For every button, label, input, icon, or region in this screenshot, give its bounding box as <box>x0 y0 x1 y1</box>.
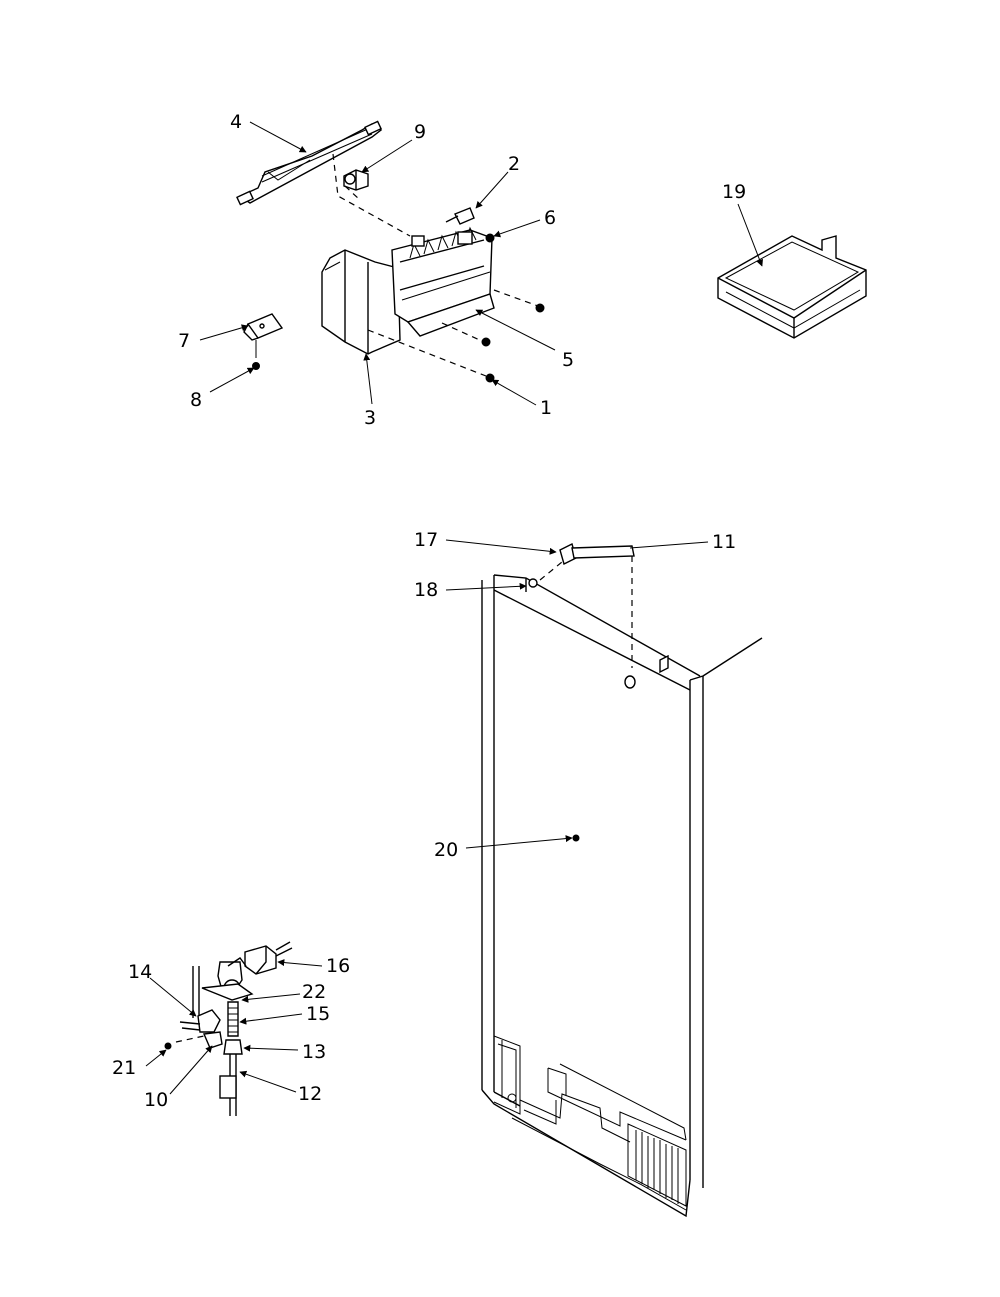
screw-part-21 <box>164 1042 172 1050</box>
callout-1: 1 <box>540 397 552 419</box>
hinge-parts-group <box>528 542 636 689</box>
wire-harness-part <box>236 120 383 206</box>
leader-lines <box>145 121 763 1095</box>
callout-7: 7 <box>178 330 190 352</box>
door-panel-group <box>481 574 763 1218</box>
callout-4: 4 <box>230 111 242 133</box>
valve-bracket-part <box>202 1031 223 1049</box>
valve-outlet-part <box>197 1009 221 1033</box>
callout-18: 18 <box>414 579 438 601</box>
water-valve-body-part <box>201 957 254 1001</box>
callout-19: 19 <box>722 181 746 203</box>
screw-part-5b <box>481 337 491 347</box>
callout-16: 16 <box>326 955 350 977</box>
callout-11: 11 <box>712 531 736 553</box>
thermostat-clip-part <box>343 169 369 191</box>
screw-part-6 <box>485 233 495 243</box>
callout-15: 15 <box>306 1003 330 1025</box>
strainer-spring-part <box>227 1001 239 1037</box>
callout-5: 5 <box>562 349 574 371</box>
water-valve-group <box>164 941 293 1116</box>
callout-14: 14 <box>128 961 152 983</box>
ice-maker-body-part <box>391 226 495 337</box>
callout-9: 9 <box>414 121 426 143</box>
compression-nut-part <box>223 1039 243 1055</box>
callout-13: 13 <box>302 1041 326 1063</box>
ice-maker-housing-part <box>321 249 401 355</box>
callout-12: 12 <box>298 1083 322 1105</box>
callout-22: 22 <box>302 981 326 1003</box>
callout-10: 10 <box>144 1089 168 1111</box>
callout-3: 3 <box>364 407 376 429</box>
bracket-plate-part <box>243 313 284 341</box>
callout-8: 8 <box>190 389 202 411</box>
door-bottom-mechanism <box>493 1035 687 1211</box>
hinge-rod-part <box>571 545 635 559</box>
callout-20: 20 <box>434 839 458 861</box>
callout-17: 17 <box>414 529 438 551</box>
ice-bucket-part <box>717 235 867 339</box>
callout-21: 21 <box>112 1057 136 1079</box>
ice-maker-group <box>236 120 545 383</box>
door-vent-grille <box>627 1123 687 1207</box>
door-pin-part <box>572 834 580 842</box>
hinge-washer-part <box>528 578 538 588</box>
callout-labels: 4 9 2 6 19 7 5 8 3 1 17 11 18 20 16 14 2… <box>112 111 746 1111</box>
callout-2: 2 <box>508 153 520 175</box>
callout-6: 6 <box>544 207 556 229</box>
screw-part-2 <box>445 207 475 225</box>
tube-clamp-part <box>219 1075 237 1099</box>
electrical-connector-part <box>244 941 293 975</box>
